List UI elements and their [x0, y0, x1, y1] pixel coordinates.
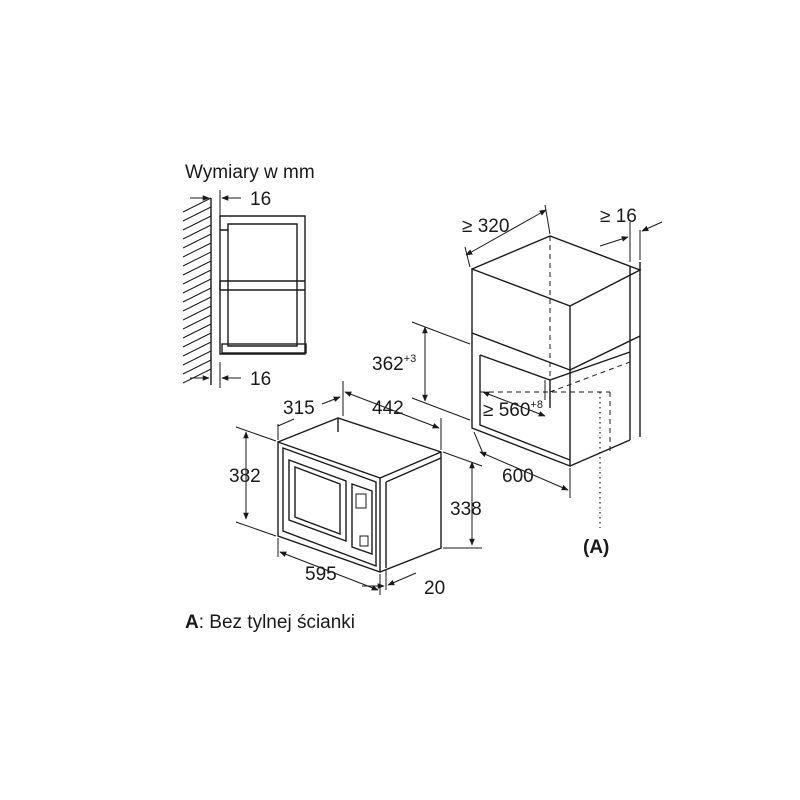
- side-bottom-gap-label: 16: [250, 369, 271, 390]
- microwave-drawing: 315 442 382 338 595 20: [229, 381, 483, 599]
- hatch-line: [182, 251, 212, 267]
- niche-width-tolerance: +8: [530, 399, 543, 411]
- appliance-body-height-label: 338: [450, 499, 482, 520]
- side-top-gap-label: 16: [250, 189, 271, 210]
- marker-a-label: (A): [583, 537, 609, 558]
- hatch-line: [182, 350, 212, 366]
- hatch-line: [182, 341, 212, 357]
- hatch-line: [182, 323, 212, 339]
- hatch-line: [182, 287, 212, 303]
- footnote-key: A: [185, 612, 199, 633]
- side-section-view: 16 16: [182, 189, 307, 390]
- footnote: A: Bez tylnej ścianki: [185, 612, 355, 633]
- hatch-line: [182, 314, 212, 330]
- appliance-depth-label: 315: [283, 398, 315, 419]
- hatch-line: [182, 269, 212, 285]
- hatch-line: [182, 305, 212, 321]
- niche-height-label: 362+3: [372, 353, 416, 375]
- hatch-line: [182, 242, 212, 258]
- niche-height-tolerance: +3: [404, 353, 417, 365]
- units-title: Wymiary w mm: [185, 162, 315, 183]
- wall-hatching: [182, 197, 212, 385]
- hatch-line: [182, 332, 212, 348]
- hatch-line: [182, 197, 212, 213]
- footnote-text: : Bez tylnej ścianki: [199, 612, 355, 633]
- niche-side-gap-label: ≥ 16: [600, 206, 637, 227]
- cabinet-depth-label: 600: [502, 466, 534, 487]
- niche-height-value: 362: [372, 354, 404, 375]
- appliance-inner-depth-label: 442: [372, 398, 404, 419]
- hatch-line: [182, 296, 212, 312]
- hatch-line: [182, 224, 212, 240]
- hatch-line: [182, 359, 212, 375]
- hatch-line: [182, 206, 212, 222]
- niche-depth-label: ≥ 320: [462, 216, 509, 237]
- appliance-height-label: 382: [229, 466, 261, 487]
- hatch-line: [182, 260, 212, 276]
- hatch-line: [182, 233, 212, 249]
- front-offset-label: 20: [424, 578, 445, 599]
- niche-width-label: ≥ 560+8: [483, 399, 543, 421]
- cabinet-drawing: (A) ≥ 320 ≥ 16 362+3 ≥ 560+8 600: [372, 204, 663, 558]
- hatch-line: [182, 368, 212, 384]
- hatch-line: [182, 215, 212, 231]
- hatch-line: [182, 278, 212, 294]
- niche-width-value: ≥ 560: [483, 400, 530, 421]
- appliance-width-label: 595: [305, 564, 337, 585]
